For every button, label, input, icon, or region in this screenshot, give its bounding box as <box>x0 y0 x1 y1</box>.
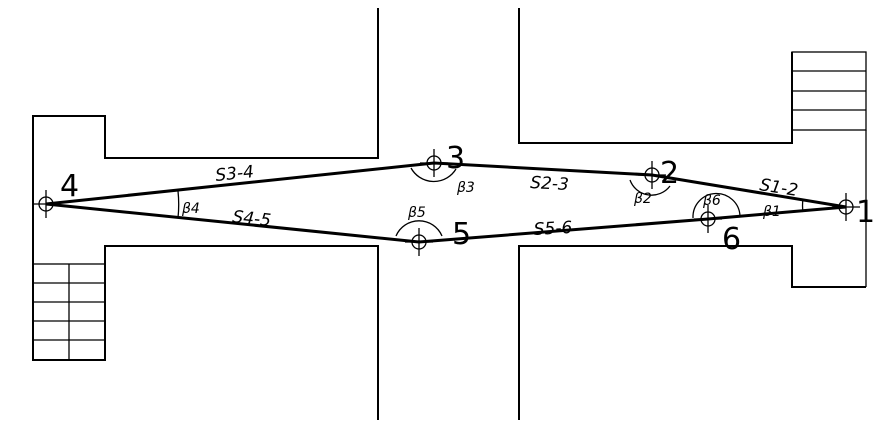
point-label-1: 1 <box>856 195 875 230</box>
angle-label-beta5: β5 <box>407 205 426 221</box>
station-markers <box>32 149 860 256</box>
angle-arc-beta2 <box>629 179 671 196</box>
point-label-2: 2 <box>660 156 679 191</box>
station-marker-5 <box>405 228 433 256</box>
segment-label-s12: S1-2 <box>758 175 799 201</box>
right-wing-wall-top <box>518 8 793 144</box>
point-label-5: 5 <box>452 217 471 252</box>
angle-arc-beta6 <box>692 192 741 219</box>
angle-label-beta1: β1 <box>762 204 781 220</box>
point-label-3: 3 <box>446 141 465 176</box>
station-marker-4 <box>32 190 60 218</box>
segment-label-s45: S4-5 <box>231 207 271 231</box>
point-label-6: 6 <box>722 222 741 257</box>
station-marker-3 <box>420 149 448 177</box>
point-label-4: 4 <box>60 169 79 204</box>
angle-labels: β1 β2 β3 β4 β5 β6 <box>181 180 781 221</box>
segment-labels: S1-2 S2-3 S3-4 S4-5 S5-6 <box>214 162 799 240</box>
angle-label-beta3: β3 <box>456 180 475 196</box>
angle-arcs <box>177 167 804 237</box>
segment-label-s56: S5-6 <box>533 218 573 240</box>
left-wing-wall-top <box>32 8 379 420</box>
point-labels: 1 2 3 4 5 6 <box>60 141 875 257</box>
angle-label-beta2: β2 <box>633 191 652 207</box>
angle-label-beta4: β4 <box>181 201 200 217</box>
segment-label-s23: S2-3 <box>530 173 570 195</box>
segment-label-s34: S3-4 <box>214 162 254 186</box>
angle-arc-beta4 <box>177 190 180 219</box>
station-marker-6 <box>694 205 722 233</box>
angle-label-beta6: β6 <box>702 193 721 209</box>
station-marker-1 <box>832 193 860 221</box>
angle-arc-beta5 <box>395 220 443 237</box>
stairs-right <box>791 51 867 287</box>
stairs-left <box>32 263 106 361</box>
right-wing-wall-bottom <box>518 245 866 420</box>
angle-arc-beta3 <box>410 167 457 183</box>
station-marker-2 <box>638 161 666 189</box>
